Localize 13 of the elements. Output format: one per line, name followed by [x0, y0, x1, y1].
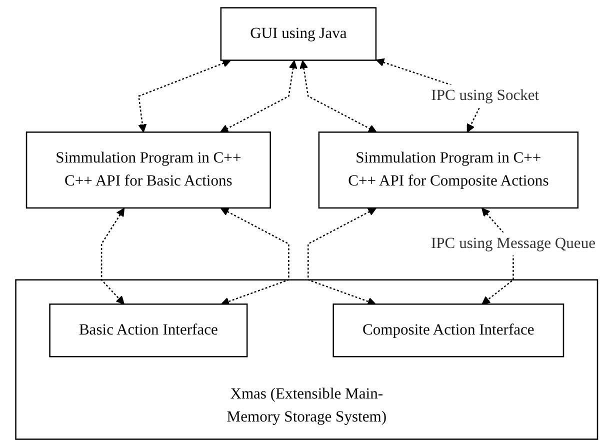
arrow — [220, 60, 298, 133]
edge-label: IPC using Socket — [432, 87, 540, 104]
node-box: Simmulation Program in C++ C++ API for Composite Actions — [318, 132, 579, 209]
arrow — [220, 208, 290, 306]
node-box: GUI using Java — [220, 7, 377, 61]
node-box: Basic Action Interface — [50, 304, 248, 358]
edge-label: IPC using Message Queue — [431, 235, 596, 252]
node-box: Composite Action Interface — [333, 304, 564, 358]
node-box: Simmulation Program in C++ C++ API for Basic Actions — [26, 132, 272, 209]
arrow — [300, 60, 378, 133]
arrow — [138, 59, 232, 133]
arrow — [101, 208, 125, 305]
arrow — [308, 208, 377, 306]
